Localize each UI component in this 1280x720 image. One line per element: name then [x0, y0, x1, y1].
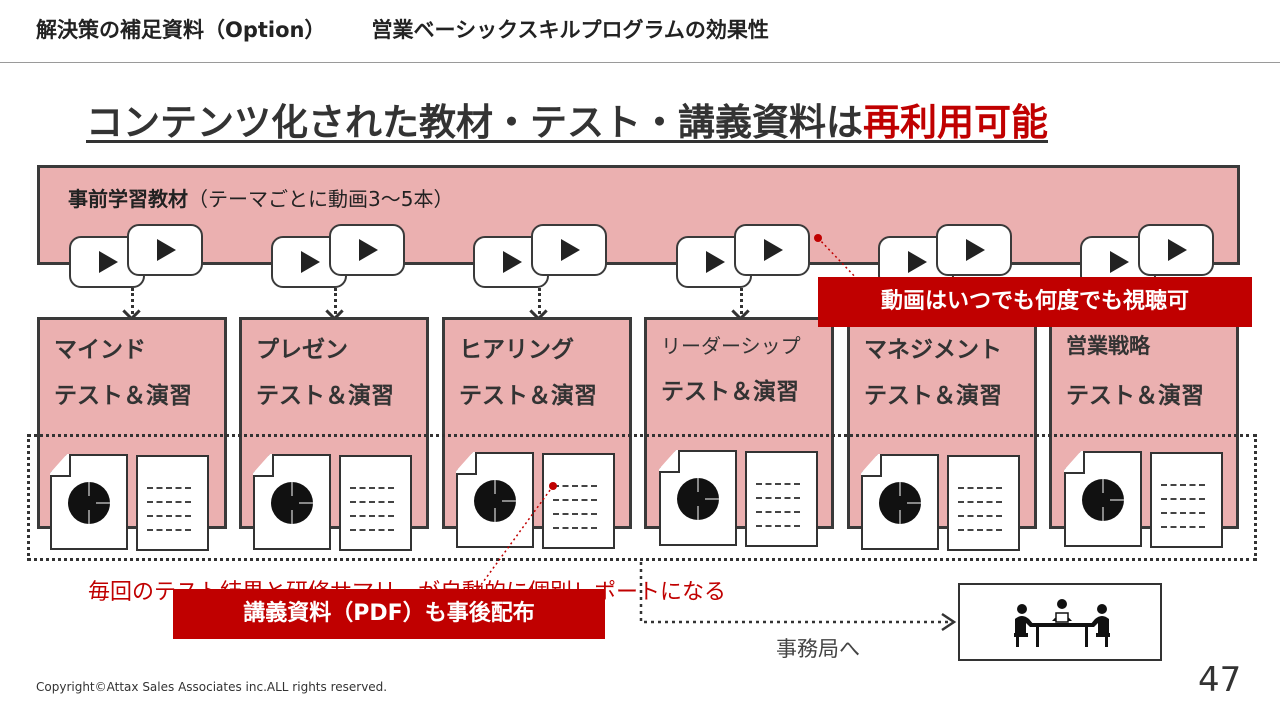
pdf-callout: 講義資料（PDF）も事後配布: [173, 589, 605, 639]
play-icon: [1138, 224, 1214, 276]
pie-chart-document-icon: [659, 450, 737, 546]
module-subtitle: テスト＆演習: [1066, 383, 1204, 409]
copyright: Copyright©Attax Sales Associates inc.ALL…: [36, 680, 388, 694]
arrow-down-icon: [538, 288, 541, 314]
materials-region: [27, 434, 1257, 561]
video-callout: 動画はいつでも何度でも視聴可: [818, 277, 1252, 327]
text-document-icon: [745, 451, 818, 547]
module-name: ヒアリング: [459, 337, 574, 363]
slide-title: コンテンツ化された教材・テスト・講義資料は再利用可能: [86, 92, 1048, 146]
office-label: 事務局へ: [776, 637, 860, 661]
module-name: 営業戦略: [1066, 334, 1150, 358]
play-icon: [329, 224, 405, 276]
pie-chart-document-icon: [1064, 451, 1142, 547]
header-title: 解決策の補足資料（Option） 営業ベーシックスキルプログラムの効果性: [36, 14, 769, 44]
text-document-icon: [1150, 452, 1223, 548]
slide-title-main: コンテンツ化された教材・テスト・講義資料は: [86, 101, 863, 144]
pie-chart-document-icon: [456, 452, 534, 548]
module-subtitle: テスト＆演習: [661, 379, 799, 405]
play-icon: [936, 224, 1012, 276]
module-name: リーダーシップ: [661, 334, 801, 358]
header-divider: [0, 62, 1280, 63]
arrow-down-icon: [740, 288, 743, 314]
text-document-icon: [136, 455, 209, 551]
pie-chart-document-icon: [253, 454, 331, 550]
play-icon: [734, 224, 810, 276]
arrow-down-icon: [334, 288, 337, 314]
prelearning-label-bold: 事前学習教材: [68, 187, 188, 211]
module-name: プレゼン: [256, 337, 348, 363]
prelearning-label: 事前学習教材（テーマごとに動画3～5本）: [68, 183, 453, 212]
module-subtitle: テスト＆演習: [459, 383, 597, 409]
prelearning-label-rest: （テーマごとに動画3～5本）: [188, 187, 454, 211]
header-left-text: 解決策の補足資料（Option）: [36, 18, 326, 42]
page-number: 47: [1198, 660, 1242, 700]
text-document-icon: [542, 453, 615, 549]
module-subtitle: テスト＆演習: [54, 383, 192, 409]
meeting-people-icon: [1014, 599, 1110, 647]
text-document-icon: [339, 455, 412, 551]
module-name: マネジメント: [864, 337, 1002, 363]
module-subtitle: テスト＆演習: [864, 383, 1002, 409]
office-box: [958, 583, 1162, 661]
prelearning-band: [37, 165, 1240, 265]
module-subtitle: テスト＆演習: [256, 383, 394, 409]
pie-chart-document-icon: [861, 454, 939, 550]
text-document-icon: [947, 455, 1020, 551]
header-right-text: 営業ベーシックスキルプログラムの効果性: [371, 18, 769, 42]
play-icon: [127, 224, 203, 276]
pie-chart-document-icon: [50, 454, 128, 550]
module-name: マインド: [54, 337, 146, 363]
play-icon: [531, 224, 607, 276]
arrow-down-icon: [131, 288, 134, 314]
slide-title-highlight: 再利用可能: [863, 101, 1048, 144]
